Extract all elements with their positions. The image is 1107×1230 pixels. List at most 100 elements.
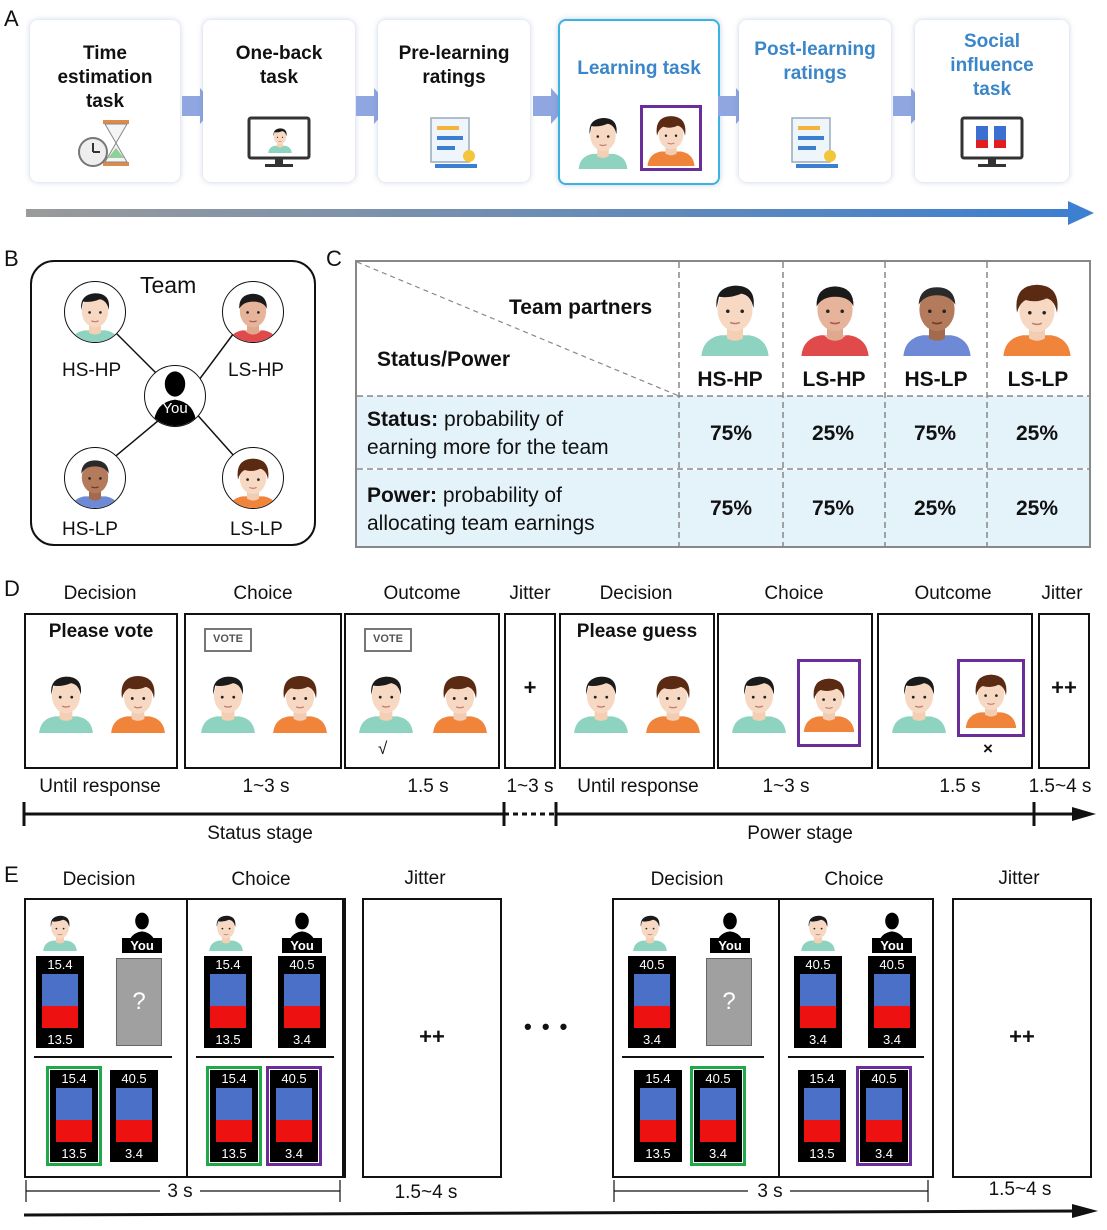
check-mark: √ <box>378 739 388 758</box>
partner-face-ls-lp <box>997 268 1077 364</box>
step-pre-learning-ratings: Pre-learning ratings <box>378 20 530 182</box>
duration-label: 1.5~4 s <box>394 1182 458 1203</box>
panel-b-letter: B <box>4 246 19 271</box>
earnings-bar: 40.5 3.4 <box>794 956 842 1048</box>
partner-face-hs-hp <box>798 906 838 956</box>
team-node-hs-lp <box>64 447 126 509</box>
bar-top-value: 15.4 <box>645 1071 671 1086</box>
row-label-line2: allocating team earnings <box>367 512 595 535</box>
step-title: Post-learning ratings <box>754 39 876 84</box>
bar-top-value: 40.5 <box>121 1071 147 1086</box>
rating-scroll-icon <box>378 114 530 170</box>
stage-timeline <box>22 802 1096 826</box>
influence-screen-jitter: ++ <box>362 898 502 1178</box>
partner-face-hs-lp <box>897 268 977 364</box>
partner-face-ls-lp <box>268 661 332 741</box>
power-row-bg <box>357 470 1089 546</box>
status-row-bg <box>357 396 1089 468</box>
bar-bottom-value: 3.4 <box>124 1146 144 1161</box>
bar-bottom-value: 3.4 <box>808 1032 828 1047</box>
partner-face-hs-hp <box>630 906 670 956</box>
stage-header: Jitter <box>509 583 551 604</box>
option-bar[interactable]: 40.5 3.4 <box>110 1070 158 1162</box>
bar-bottom-value: 13.5 <box>61 1146 87 1161</box>
trial-screen-vote-outcome: VOTE √ <box>344 613 500 769</box>
you-label: You <box>872 938 912 953</box>
column-header: LS-HP <box>802 368 866 391</box>
trial-screen-vote-choice: VOTE <box>184 613 342 769</box>
partner-face-ls-lp <box>799 661 859 743</box>
partner-face <box>65 452 125 509</box>
stage-header: Choice <box>231 869 291 890</box>
option-frame <box>46 1066 102 1166</box>
row-label-bold: Power: <box>367 484 438 507</box>
partner-face-ls-lp <box>106 661 170 741</box>
column-header: HS-LP <box>904 368 968 391</box>
duration-label: 1~3 s <box>506 776 554 797</box>
stage-header: Jitter <box>404 868 446 889</box>
fixation-cross: ++ <box>419 1024 445 1049</box>
bar-bottom-value: 13.5 <box>215 1032 241 1047</box>
stage-header: Choice <box>233 583 293 604</box>
selection-frame <box>640 105 702 171</box>
bar-top-value: 40.5 <box>639 957 665 972</box>
partner-face-ls-lp <box>643 107 699 169</box>
team-node-ls-lp <box>222 447 284 509</box>
trial-screen-vote-decision: Please vote <box>24 613 178 769</box>
status-value: 75% <box>709 422 753 445</box>
partner-face-ls-hp <box>795 268 875 364</box>
hourglass-icon <box>30 118 180 170</box>
vote-badge: VOTE <box>204 628 252 652</box>
step-title: Learning task <box>577 58 701 79</box>
team-box <box>30 260 316 546</box>
column-header: HS-HP <box>697 368 763 391</box>
step-title: Time estimation task <box>57 43 153 112</box>
stage-label-power: Power stage <box>747 823 853 844</box>
bar-bottom-value: 3.4 <box>874 1146 894 1161</box>
divider <box>788 1056 924 1058</box>
vote-badge: VOTE <box>364 628 412 652</box>
stage-header: Choice <box>764 583 824 604</box>
condition-table: Team partners Status/Power HS-HP LS-HP H… <box>355 260 1091 548</box>
partner-face-hs-hp <box>574 107 632 173</box>
monitor-bars-icon <box>915 116 1069 170</box>
bar-top-value: 40.5 <box>805 957 831 972</box>
partner-face-hs-hp <box>727 661 791 741</box>
node-label-ls-hp: LS-HP <box>228 360 284 381</box>
partner-face <box>65 286 125 343</box>
row-label-bold: Status: <box>367 408 439 431</box>
step-title: Pre-learning ratings <box>398 43 510 88</box>
bar-bottom-value: 13.5 <box>809 1146 835 1161</box>
monitor-face-icon <box>203 116 355 170</box>
trial-screen-guess-decision: Please guess <box>559 613 715 769</box>
earnings-bar: 40.5 3.4 <box>628 956 676 1048</box>
unknown-allocation: ? <box>116 958 162 1046</box>
you-label: You <box>710 938 750 953</box>
you-label: You <box>282 938 322 953</box>
you-label: You <box>122 938 162 953</box>
bar-bottom-value: 3.4 <box>642 1032 662 1047</box>
power-value: 75% <box>709 497 753 520</box>
trial-screen-jitter: + <box>504 613 556 769</box>
partner-face-hs-hp <box>887 661 951 741</box>
partner-face-hs-hp <box>354 661 418 741</box>
duration-label: Until response <box>39 776 161 797</box>
panel-d-letter: D <box>4 576 20 601</box>
stage-header: Decision <box>63 583 137 604</box>
team-node-hs-hp <box>64 281 126 343</box>
stage-header: Decision <box>62 869 136 890</box>
influence-screen-jitter: ++ <box>952 898 1092 1178</box>
fixation-cross: ++ <box>1051 675 1077 700</box>
panel-e-letter: E <box>4 862 19 887</box>
step-time-estimation: Time estimation task <box>30 20 180 182</box>
